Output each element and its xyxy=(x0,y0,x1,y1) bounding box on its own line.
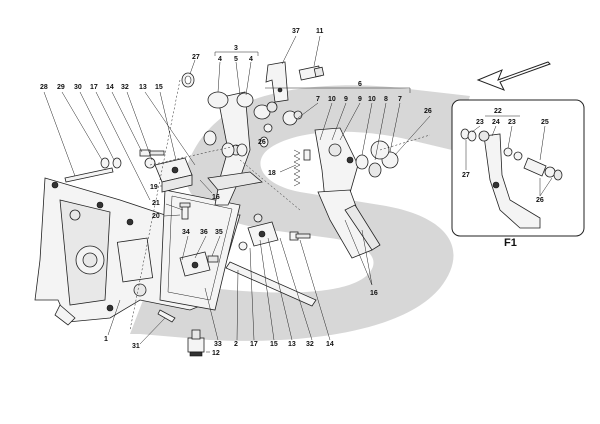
callout-32b: 32 xyxy=(306,341,314,348)
inset-callout-25: 25 xyxy=(541,119,549,126)
watermark-logo xyxy=(130,85,470,341)
callout-1: 1 xyxy=(104,336,108,343)
inset-f1 xyxy=(451,99,585,237)
pivot-bushings xyxy=(181,72,254,109)
callout-34: 34 xyxy=(182,229,190,236)
direction-arrow-icon xyxy=(476,61,551,91)
callout-12: 12 xyxy=(212,350,220,357)
callout-27: 27 xyxy=(192,54,200,61)
bracket-37 xyxy=(265,61,289,103)
callout-3: 3 xyxy=(234,45,238,52)
callout-20: 20 xyxy=(152,213,160,220)
bolt-20 xyxy=(179,202,191,220)
callout-7b: 7 xyxy=(398,96,402,103)
washers-middle xyxy=(203,101,303,158)
washers-right xyxy=(355,140,399,178)
brake-pedal xyxy=(314,127,381,259)
callout-14a: 14 xyxy=(106,84,114,91)
callout-30: 30 xyxy=(74,84,82,91)
fitting-36 xyxy=(179,251,219,277)
callout-37: 37 xyxy=(292,28,300,35)
block-13 xyxy=(238,213,279,251)
callout-16b: 16 xyxy=(370,290,378,297)
callout-labels: 3 4 5 4 27 37 11 6 7 10 9 9 10 8 7 26 28… xyxy=(40,28,549,357)
callout-17a: 17 xyxy=(90,84,98,91)
callout-35: 35 xyxy=(215,229,223,236)
callout-19: 19 xyxy=(150,184,158,191)
callout-15a: 15 xyxy=(155,84,163,91)
callout-10b: 10 xyxy=(368,96,376,103)
support-frame xyxy=(159,189,241,311)
callout-32a: 32 xyxy=(121,84,129,91)
callout-26a: 26 xyxy=(258,139,266,146)
inset-label-f1: F1 xyxy=(504,237,517,249)
hinge-block xyxy=(154,157,193,193)
callout-4a: 4 xyxy=(218,56,222,63)
callout-5: 5 xyxy=(234,56,238,63)
callout-9a: 9 xyxy=(344,96,348,103)
inset-callout-26: 26 xyxy=(536,197,544,204)
callout-8: 8 xyxy=(384,96,388,103)
callout-15b: 15 xyxy=(270,341,278,348)
washers-left xyxy=(100,157,156,169)
callout-26b: 26 xyxy=(424,108,432,115)
callout-11: 11 xyxy=(316,28,324,35)
callout-17b: 17 xyxy=(250,341,258,348)
callout-14b: 14 xyxy=(326,341,334,348)
switch-11 xyxy=(298,65,325,81)
leader-lines xyxy=(43,35,553,353)
inset-callout-24: 24 xyxy=(492,119,500,126)
callout-9b: 9 xyxy=(358,96,362,103)
callout-13b: 13 xyxy=(288,341,296,348)
bolt-left xyxy=(139,149,165,157)
inset-callout-27: 27 xyxy=(462,172,470,179)
callout-28: 28 xyxy=(40,84,48,91)
callout-2: 2 xyxy=(234,341,238,348)
callout-7a: 7 xyxy=(316,96,320,103)
callout-13a: 13 xyxy=(139,84,147,91)
callout-10a: 10 xyxy=(328,96,336,103)
inset-callout-23a: 23 xyxy=(476,119,484,126)
sensor-12 xyxy=(187,329,205,357)
clip-31 xyxy=(157,309,176,323)
bolt-14-right xyxy=(289,231,311,241)
callout-29: 29 xyxy=(57,84,65,91)
callout-16a: 16 xyxy=(212,194,220,201)
callout-33: 33 xyxy=(214,341,222,348)
pivot-shaft xyxy=(225,261,317,307)
callout-6: 6 xyxy=(358,81,362,88)
callout-36: 36 xyxy=(200,229,208,236)
callout-31: 31 xyxy=(132,343,140,350)
return-spring xyxy=(293,149,311,187)
inset-callout-22: 22 xyxy=(494,108,502,115)
inset-callout-23b: 23 xyxy=(508,119,516,126)
callout-21: 21 xyxy=(152,200,160,207)
long-rod xyxy=(64,167,114,183)
callout-4b: 4 xyxy=(249,56,253,63)
callout-18: 18 xyxy=(268,170,276,177)
